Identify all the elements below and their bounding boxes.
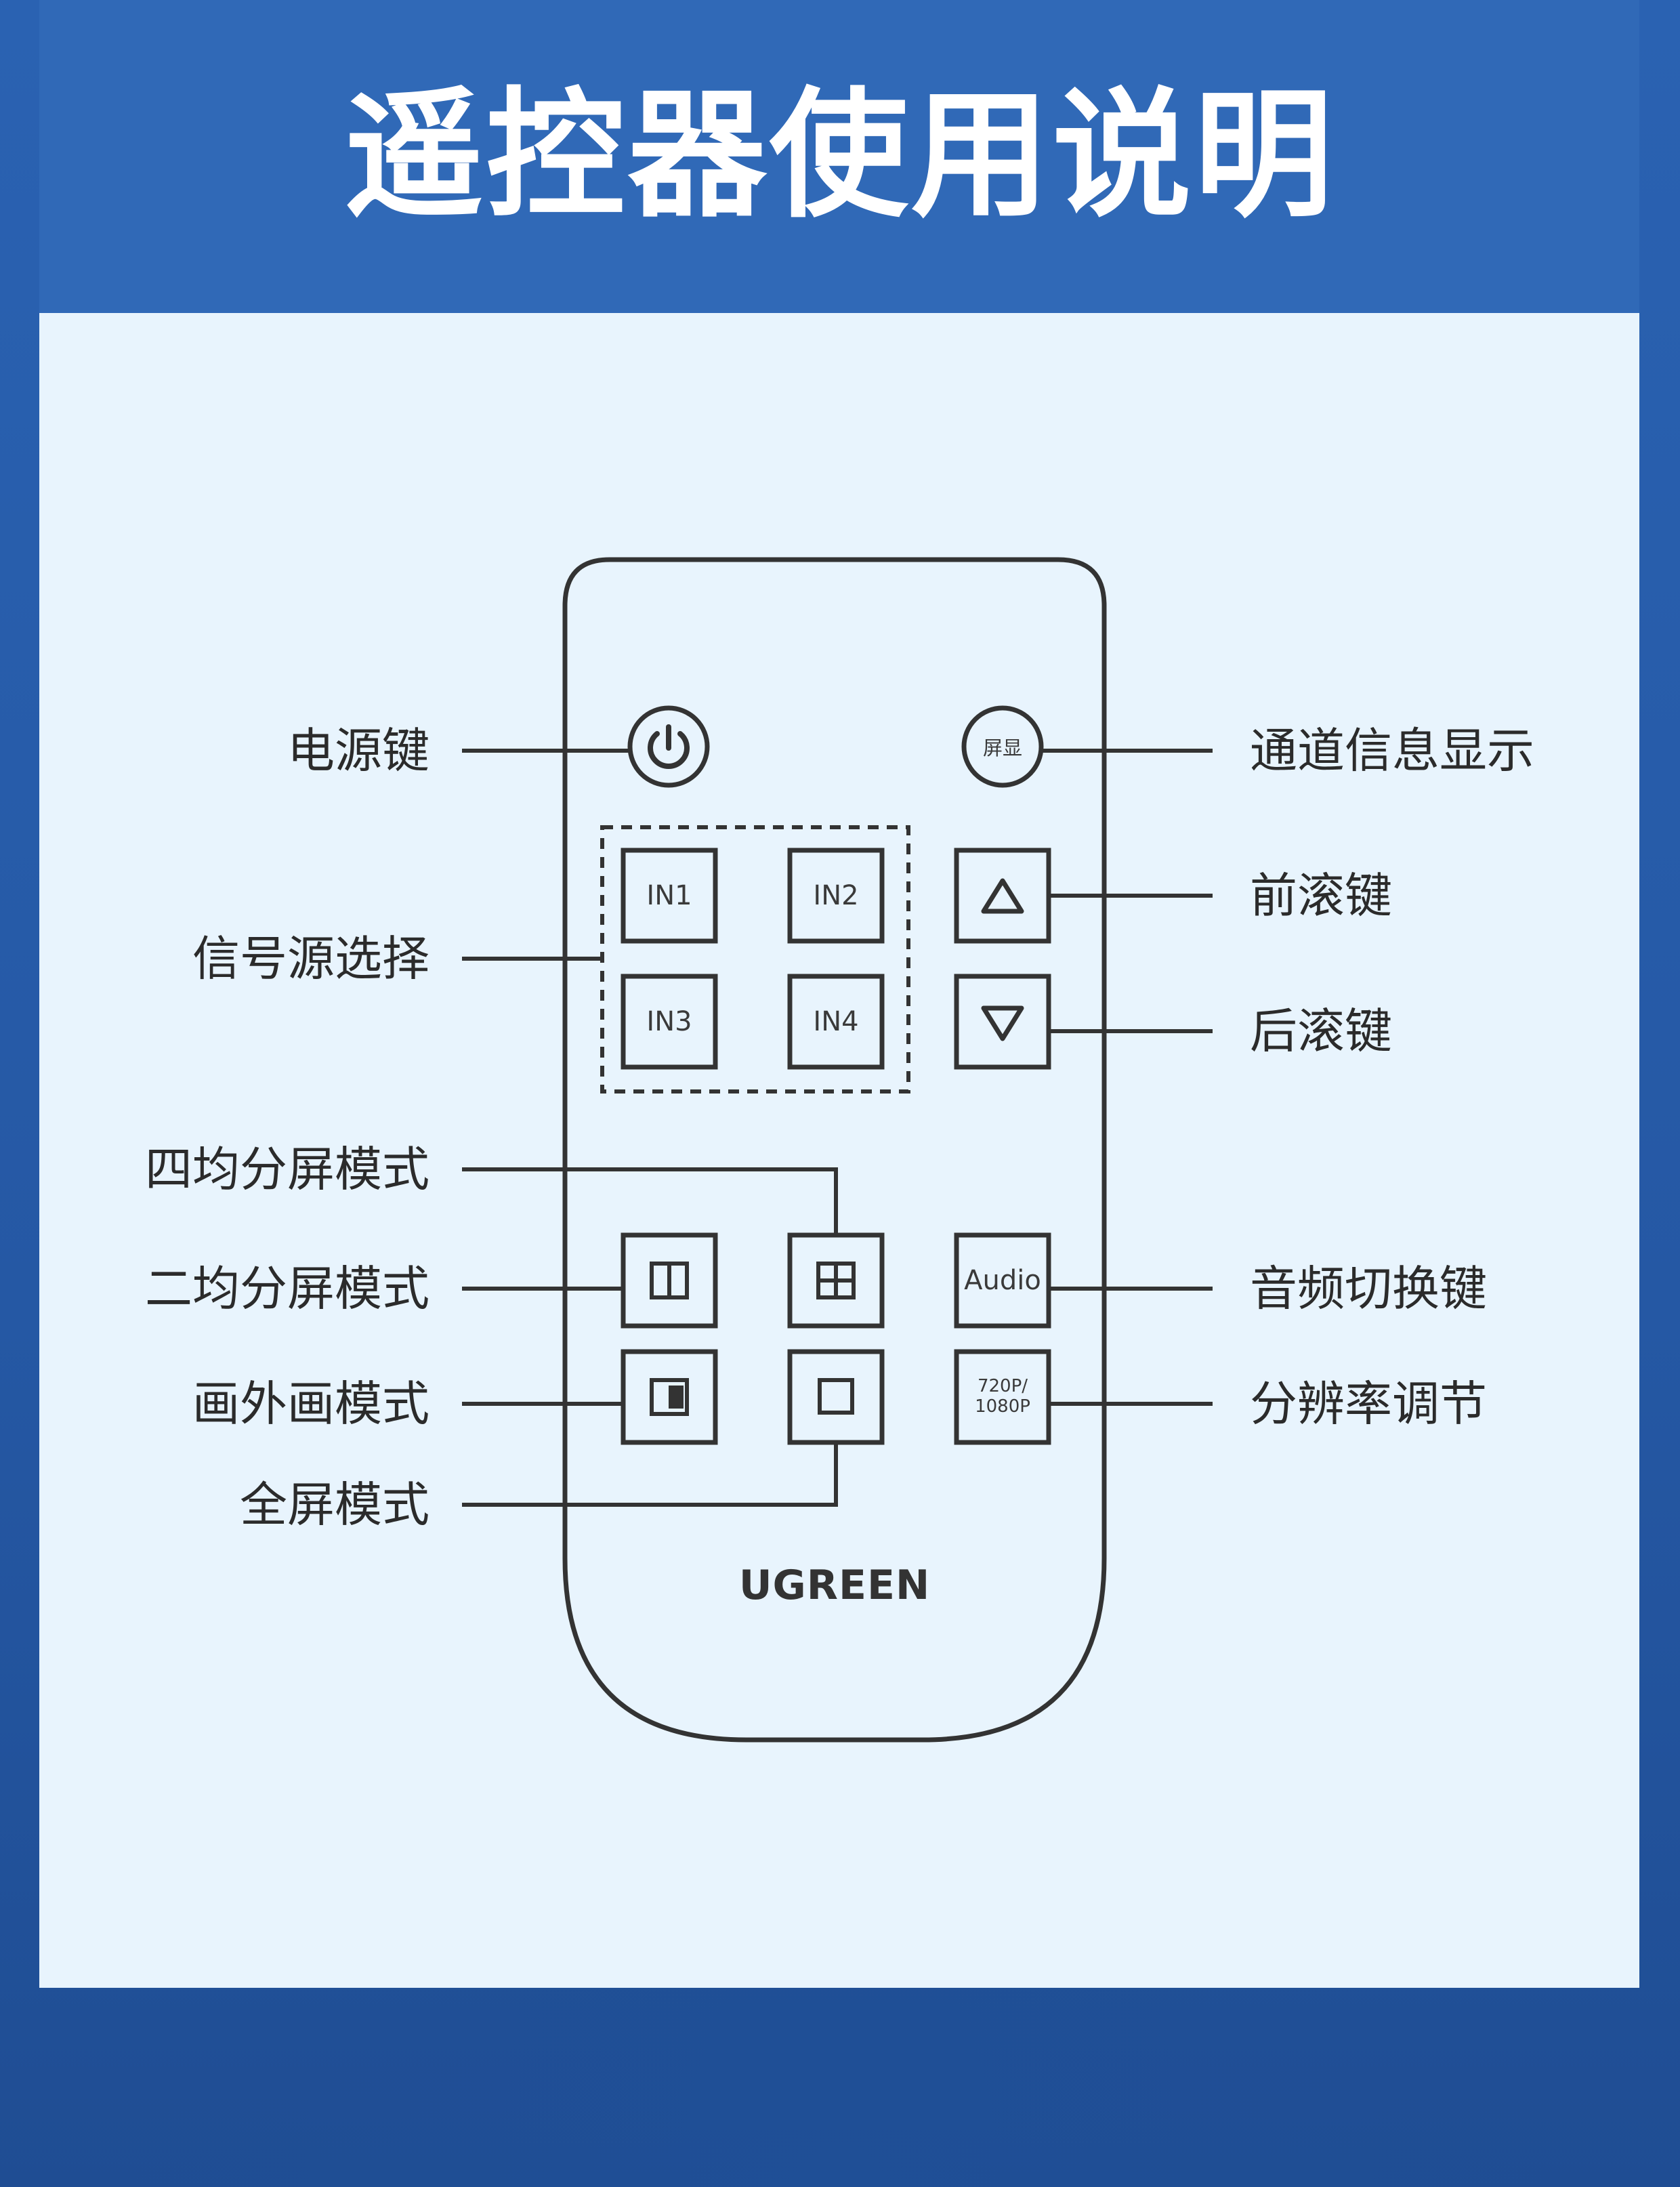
audio-label: Audio — [964, 1265, 1041, 1296]
label-channel-info: 通道信息显示 — [1250, 723, 1534, 778]
label-audio-switch: 音频切换键 — [1250, 1261, 1487, 1316]
dual-split-button[interactable] — [621, 1232, 718, 1329]
label-resolution: 分辨率调节 — [1250, 1376, 1487, 1432]
in1-label: IN1 — [646, 880, 692, 911]
in1-button[interactable] — [621, 848, 718, 944]
label-dual-split: 二均分屏模式 — [145, 1261, 429, 1316]
triangle-down-icon — [981, 1005, 1024, 1041]
label-source-select: 信号源选择 — [192, 931, 429, 986]
in3-label: IN3 — [646, 1006, 692, 1037]
label-quad-split: 四均分屏模式 — [145, 1142, 429, 1197]
pip-button[interactable] — [621, 1349, 718, 1445]
fullscreen-icon — [818, 1378, 854, 1415]
screen-display-label: 屏显 — [982, 736, 1022, 759]
label-fullscreen: 全屏模式 — [240, 1477, 429, 1533]
in4-label: IN4 — [813, 1006, 859, 1037]
label-scroll-back: 后滚键 — [1250, 1003, 1392, 1059]
page-title: 遥控器使用说明 — [344, 75, 1336, 236]
label-scroll-forward: 前滚键 — [1250, 868, 1392, 923]
pip-icon — [650, 1378, 689, 1416]
dual-split-icon — [650, 1262, 689, 1299]
header-banner — [39, 0, 1639, 313]
scroll-back-button[interactable] — [954, 974, 1051, 1070]
resolution-button[interactable] — [954, 1349, 1051, 1445]
leader-lines — [462, 749, 1213, 1507]
triangle-up-icon — [981, 878, 1024, 914]
in4-button[interactable] — [787, 974, 885, 1070]
quad-split-icon — [816, 1262, 856, 1299]
label-power: 电源键 — [287, 723, 429, 778]
label-pip: 画外画模式 — [192, 1376, 429, 1432]
resolution-label-line2: 1080P — [975, 1396, 1030, 1417]
in3-button[interactable] — [621, 974, 718, 1070]
in2-button[interactable] — [787, 848, 885, 944]
in2-label: IN2 — [813, 880, 859, 911]
resolution-label-line1: 720P/ — [977, 1376, 1028, 1396]
power-button[interactable] — [627, 705, 710, 788]
screen-display-button[interactable] — [961, 705, 1044, 788]
brand-logo: UGREEN — [738, 1562, 931, 1609]
audio-button[interactable] — [954, 1232, 1051, 1329]
power-icon — [648, 724, 690, 769]
